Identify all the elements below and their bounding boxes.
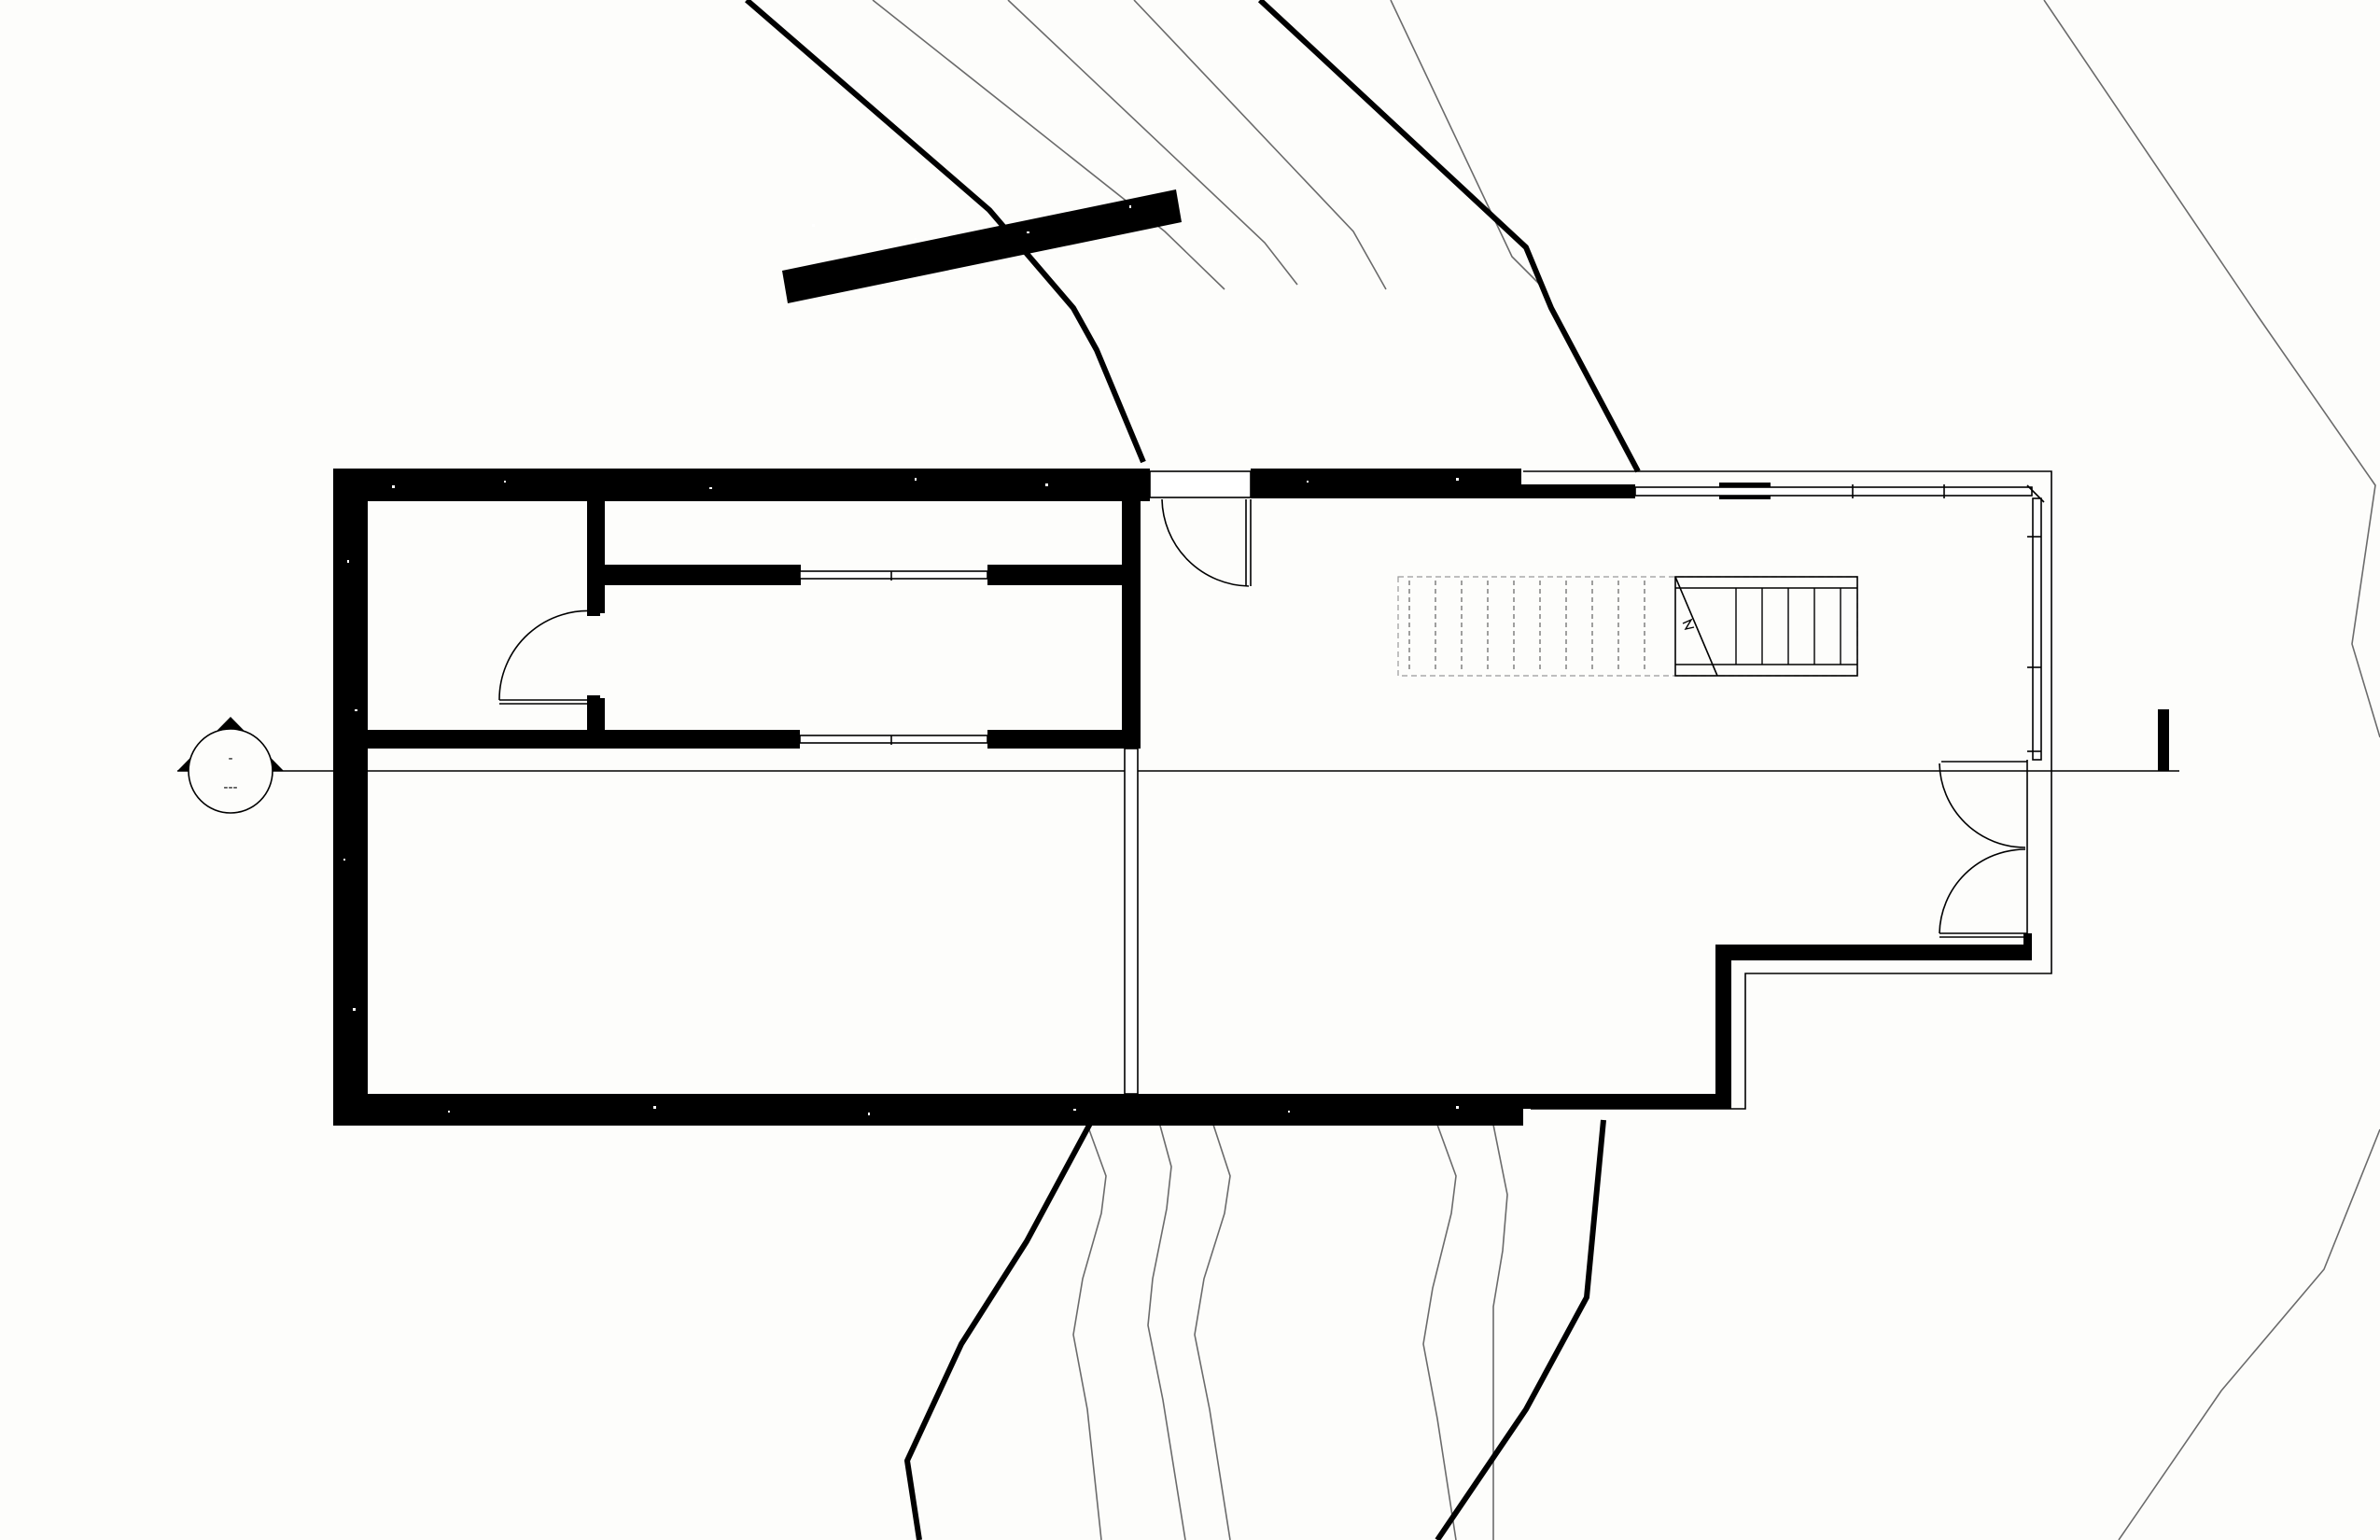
east-wall-stub: [2023, 933, 2032, 960]
contour-line-5: [1492, 1124, 1508, 1540]
site-outline: [1523, 470, 2052, 1110]
bold-contour-west-north: [745, 0, 1146, 464]
outer-wall-south-east: [1523, 1094, 1717, 1109]
closet-sliding-door-south: [799, 735, 988, 744]
north-entry-threshold: [1149, 470, 1252, 498]
closet-wall-west-lower: [587, 698, 605, 749]
stair-treads-above: [1408, 581, 1645, 672]
closet-wall-north-east: [987, 565, 1141, 585]
glazing-and-outlines: [799, 470, 2052, 1110]
stair-treads: [1735, 588, 1841, 665]
staircase: [1397, 576, 1858, 677]
room-divider-wall: [368, 730, 800, 749]
section-marker-label-bottom: ---: [223, 780, 237, 795]
contour-line-1: [872, 0, 1225, 1540]
contour-line-east: [2043, 0, 2380, 1540]
closet-wall-west-upper: [587, 499, 605, 613]
step-wall-vertical: [1715, 945, 1731, 1109]
section-end-marker: [2158, 709, 2169, 771]
closet-wall-north: [605, 565, 801, 585]
outer-wall-north-middle: [1251, 469, 1521, 498]
free-standing-wall: [782, 189, 1182, 303]
bold-contours: [745, 0, 1641, 1540]
outer-wall-south-west: [333, 1094, 1523, 1126]
closet-jamb-lower: [587, 695, 600, 705]
section-marker-label-top: -: [228, 751, 232, 766]
glazed-partition: [1124, 748, 1139, 1095]
contour-line-3: [1133, 0, 1387, 1540]
contour-line-2: [1007, 0, 1298, 1540]
east-door-swing-upper: [1939, 763, 2026, 848]
wall-texture-specks: [343, 205, 1459, 1115]
terrain-contours: [872, 0, 2380, 1540]
bold-contour-east-north: [1257, 0, 1641, 473]
east-window-strip: [2032, 497, 2042, 761]
bold-contour-west-south: [904, 1118, 1095, 1540]
contour-line-4: [1390, 0, 1541, 1540]
bold-contour-east-south: [1435, 1119, 1606, 1540]
closet-sliding-door-north: [799, 570, 988, 580]
outer-wall-north-west: [333, 469, 1150, 501]
closet-door-swing: [498, 609, 598, 701]
outer-wall-west: [333, 469, 368, 1126]
door-swings: [498, 498, 2027, 938]
section-line: [177, 709, 2179, 772]
north-door-swing: [1161, 498, 1250, 587]
step-wall-horizontal: [1715, 945, 2030, 960]
outer-wall-north-east: [1521, 484, 1635, 498]
stair-arrow-icon: [1682, 618, 1695, 631]
north-window-strip: [1634, 486, 2033, 497]
east-door-swing-lower: [1939, 848, 2026, 934]
section-marker: - ---: [177, 717, 284, 814]
partition-east-upper: [1122, 499, 1141, 749]
building-walls: [333, 469, 2032, 1126]
room-divider-wall-east: [987, 730, 1139, 749]
